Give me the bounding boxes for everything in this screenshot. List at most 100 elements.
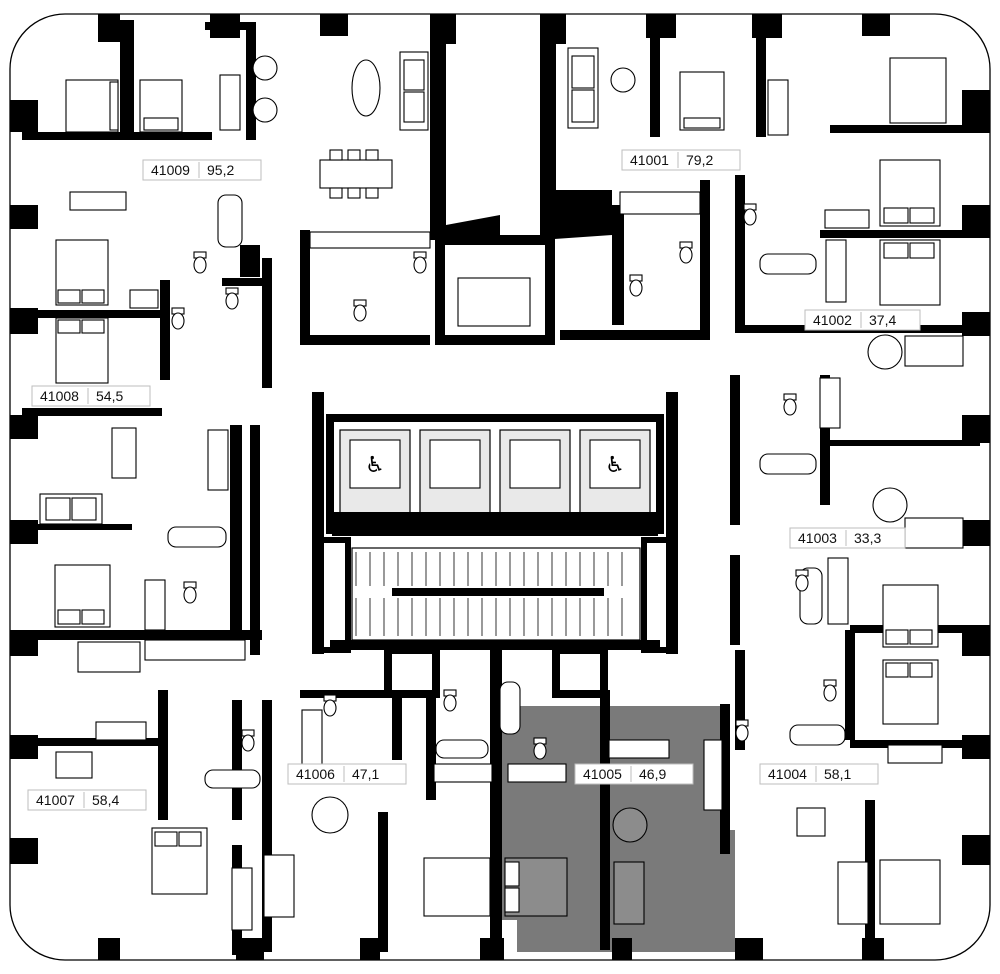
facade-pier <box>540 14 566 44</box>
unit-area: 37,4 <box>869 312 896 328</box>
facade-pier <box>962 90 990 128</box>
facade-pier <box>862 14 890 36</box>
stove-icon <box>301 709 323 771</box>
bed-icon <box>889 57 947 124</box>
dining-table-icon <box>351 59 381 117</box>
staircase-icon <box>351 547 641 641</box>
toilet-icon <box>193 251 207 274</box>
unit-number: 41005 <box>583 766 622 782</box>
elevator-car-4 <box>589 439 641 489</box>
unit-label-41005[interactable]: 41005 46,9 <box>574 763 694 785</box>
dining-table-icon <box>252 55 278 123</box>
bathtub-icon <box>759 253 817 275</box>
bathtub-icon <box>789 724 846 746</box>
sofa-icon <box>567 47 599 129</box>
party-wall-41006-41005 <box>490 650 502 950</box>
unit-number: 41001 <box>630 152 669 168</box>
stove-icon <box>703 739 723 811</box>
sofa-icon <box>904 335 964 367</box>
unit-number: 41002 <box>813 312 852 328</box>
dining-table-icon <box>55 751 93 779</box>
partition-walls <box>22 20 990 955</box>
facade-pier <box>10 205 38 229</box>
facade-pier <box>735 938 763 960</box>
wheelchair-icon: ♿ <box>365 453 385 478</box>
facade-pier <box>360 938 380 960</box>
bed-icon <box>55 317 109 384</box>
stove-icon <box>144 639 246 661</box>
facade-pier <box>320 14 348 36</box>
sofa-icon <box>904 517 964 549</box>
toilet-icon <box>743 203 757 226</box>
wardrobe-icon <box>827 557 849 625</box>
wardrobe-icon <box>887 744 943 764</box>
toilet-icon <box>795 569 809 592</box>
toilet-icon <box>241 729 255 752</box>
toilet-icon <box>443 689 457 712</box>
unit-area: 95,2 <box>207 162 234 178</box>
bathtub-icon <box>499 681 521 735</box>
unit-label-41008[interactable]: 41008 54,5 <box>31 385 151 407</box>
sofa-icon <box>837 861 869 925</box>
wardrobe-icon <box>608 739 670 759</box>
furniture <box>39 47 964 931</box>
sofa-icon <box>39 493 103 525</box>
wardrobe-icon <box>824 209 870 229</box>
unit-area: 46,9 <box>639 766 666 782</box>
bathtub-icon <box>217 194 243 248</box>
wardrobe-icon <box>129 289 159 309</box>
facade-pier <box>10 415 38 439</box>
wardrobe-icon <box>507 763 567 783</box>
bed-icon <box>679 71 725 131</box>
sofa-icon <box>77 641 141 673</box>
facade-pier <box>962 415 990 443</box>
bathtub-icon <box>167 526 227 548</box>
core-shaft-west <box>315 537 351 653</box>
bed-icon <box>151 827 208 895</box>
wardrobe-icon <box>433 763 493 783</box>
wheelchair-icon: ♿ <box>605 453 625 478</box>
unit-area: 79,2 <box>686 152 713 168</box>
toilet-icon <box>353 299 367 322</box>
sofa-icon <box>399 51 429 131</box>
sofa-icon <box>263 854 295 918</box>
facade-pier <box>10 838 38 864</box>
facade-pier <box>10 100 38 132</box>
shaft-wall-a <box>430 20 500 240</box>
elevator-car-2 <box>429 439 481 489</box>
unit-label-41002[interactable]: 41002 37,4 <box>804 309 921 331</box>
bed-icon <box>504 857 568 917</box>
stove-icon <box>309 231 431 249</box>
toilet-icon <box>323 694 337 717</box>
dining-table-icon <box>867 334 903 370</box>
facade-pier <box>98 938 120 960</box>
unit-area: 54,5 <box>96 388 123 404</box>
core-wall-mid <box>332 512 658 536</box>
elevator-car-1 <box>349 439 401 489</box>
wardrobe-icon <box>767 79 789 136</box>
bed-icon <box>882 584 939 648</box>
wardrobe-icon <box>219 74 241 131</box>
stove-icon <box>619 191 701 215</box>
unit-area: 58,1 <box>824 766 851 782</box>
unit-number: 41007 <box>36 792 75 808</box>
toilet-icon <box>413 251 427 274</box>
core-room-se <box>552 646 608 698</box>
bed-icon <box>882 659 939 725</box>
sofa-icon <box>613 861 645 925</box>
unit-label-41001[interactable]: 41001 79,2 <box>621 149 741 171</box>
toilet-icon <box>225 287 239 310</box>
unit-number: 41008 <box>40 388 79 404</box>
facade-pier <box>612 938 632 960</box>
stove-icon <box>819 377 841 429</box>
building-core: ♿ ♿ <box>312 20 678 950</box>
core-room-sw <box>384 646 440 698</box>
unit-number: 41006 <box>296 766 335 782</box>
